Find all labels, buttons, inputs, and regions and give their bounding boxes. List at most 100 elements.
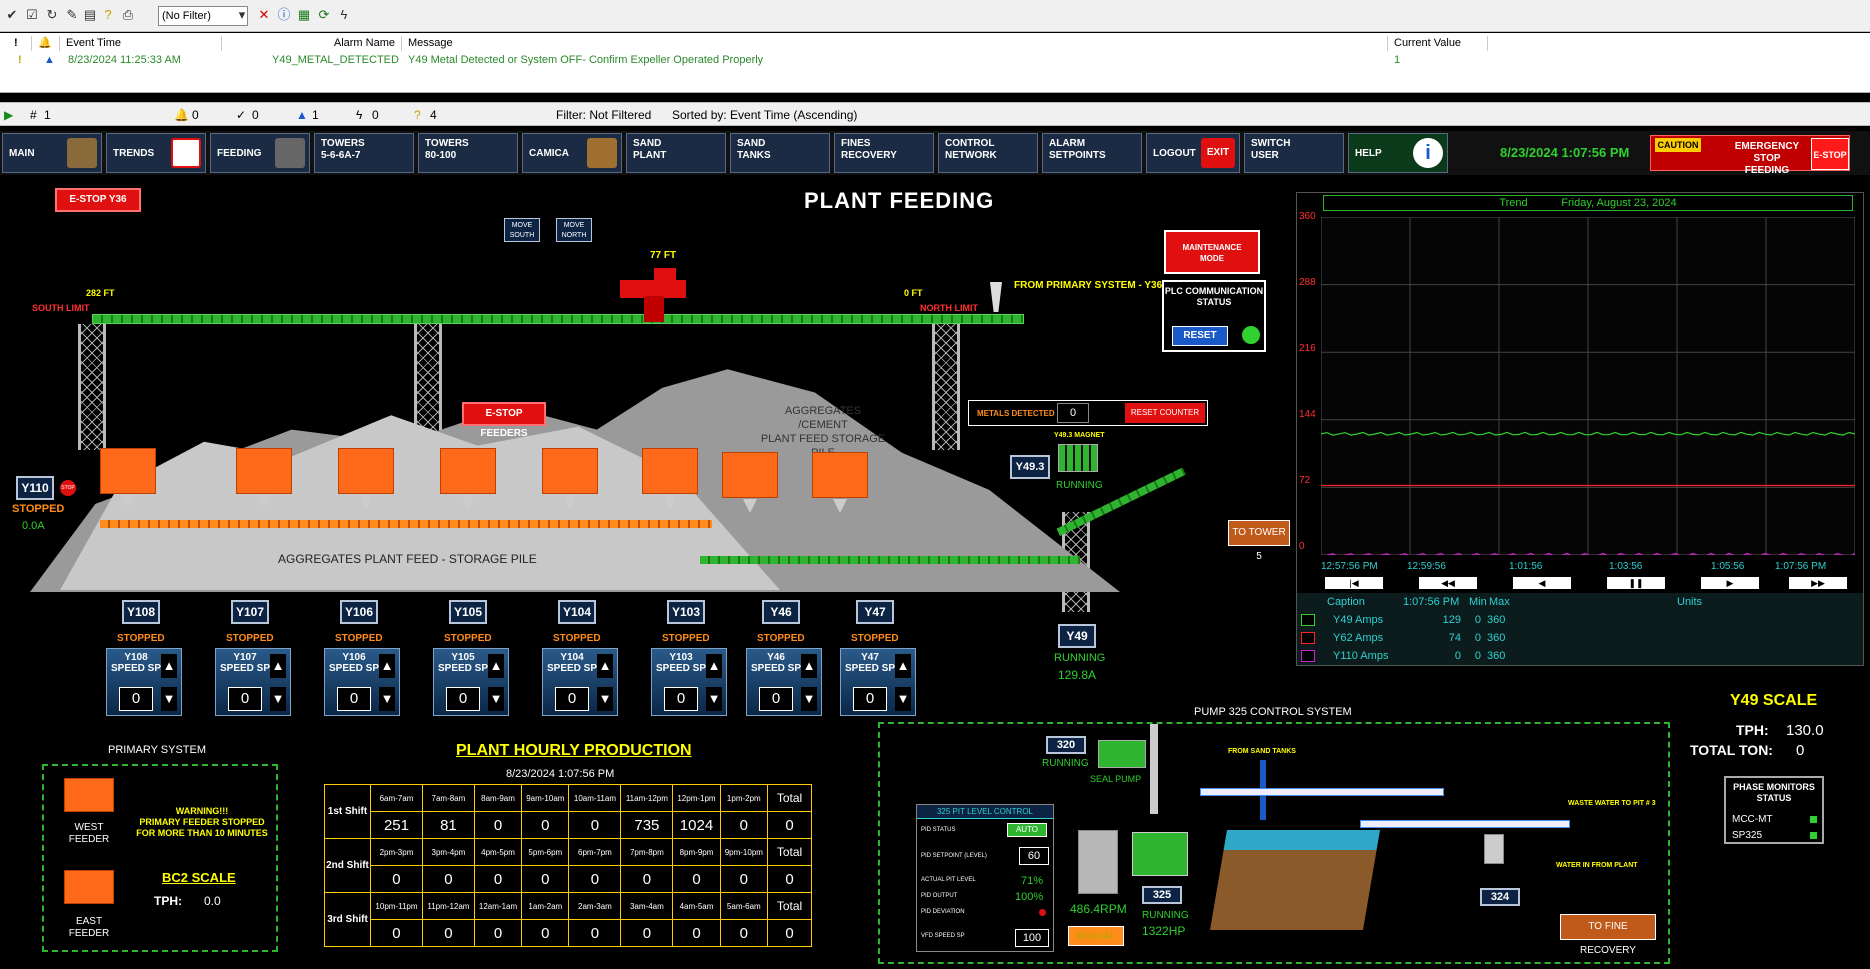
tag-y49-3[interactable]: Y49.3 [1010,455,1050,479]
speed-value-input[interactable]: 0 [446,687,480,711]
speed-down-button[interactable]: ▼ [270,687,286,711]
refresh-icon[interactable]: ↻ [46,7,58,22]
speed-down-button[interactable]: ▼ [597,687,613,711]
speed-value-input[interactable]: 0 [759,687,793,711]
trend-first-button[interactable]: |◀ [1325,577,1383,589]
properties-icon[interactable]: ▤ [83,7,97,22]
trend-back-button[interactable]: ◀ [1513,577,1571,589]
tag-y105[interactable]: Y105 [449,600,487,624]
info-icon[interactable]: ⓘ [277,7,291,22]
reset-counter-button[interactable]: RESET COUNTER [1125,403,1205,423]
feeder-y106-icon[interactable] [338,448,394,494]
nav-alarm-setpoints-button[interactable]: ALARM SETPOINTS [1042,133,1142,173]
west-feeder-icon[interactable] [64,778,114,812]
header-bell[interactable]: 🔔 [34,36,60,51]
tag-y103[interactable]: Y103 [667,600,705,624]
tag-y110[interactable]: Y110 [16,476,54,500]
maintenance-mode-button[interactable]: MAINTENANCE MODE [1164,230,1260,274]
pump-325-icon[interactable] [1132,832,1188,876]
speed-up-button[interactable]: ▲ [270,654,286,678]
filter-select[interactable]: (No Filter) [158,6,248,26]
to-fine-recovery-button[interactable]: TO FINE RECOVERY [1560,914,1656,956]
legend-row[interactable]: Y62 Amps 74 0 360 [1297,629,1867,647]
nav-towers-5-7-button[interactable]: TOWERS 5-6-6A-7 [314,133,414,173]
dropdown-icon[interactable]: ▾ [238,7,246,22]
nav-main-button[interactable]: MAIN [2,133,102,173]
tag-y107[interactable]: Y107 [231,600,269,624]
header-event-time[interactable]: Event Time [62,36,222,51]
feeder-y108-icon[interactable] [100,448,156,494]
sync-icon[interactable]: ⟳ [318,7,330,22]
vfd-speed-input[interactable]: 100 [1015,929,1049,947]
speed-value-input[interactable]: 0 [664,687,698,711]
speed-value-input[interactable]: 0 [228,687,262,711]
help-icon[interactable]: ? [104,7,112,22]
speed-down-button[interactable]: ▼ [379,687,395,711]
pid-status-value[interactable]: AUTO [1007,823,1047,837]
header-message[interactable]: Message [404,36,1388,51]
speed-up-button[interactable]: ▲ [895,654,911,678]
speed-up-button[interactable]: ▲ [161,654,177,678]
speed-down-button[interactable]: ▼ [801,687,817,711]
tag-pump-324[interactable]: 324 [1480,888,1520,906]
estop-y36-button[interactable]: E-STOP Y36 [55,188,141,212]
nav-fines-recovery-button[interactable]: FINES RECOVERY [834,133,934,173]
header-current-value[interactable]: Current Value [1390,36,1488,51]
speed-up-button[interactable]: ▲ [706,654,722,678]
nav-control-network-button[interactable]: CONTROL NETWORK [938,133,1038,173]
feeder-y104-icon[interactable] [542,448,598,494]
tag-y104[interactable]: Y104 [558,600,596,624]
tag-y108[interactable]: Y108 [122,600,160,624]
to-tower5-button[interactable]: TO TOWER 5 [1228,520,1290,562]
legend-row[interactable]: Y49 Amps 129 0 360 [1297,611,1867,629]
tag-y47[interactable]: Y47 [856,600,894,624]
speed-up-button[interactable]: ▲ [597,654,613,678]
plc-reset-button[interactable]: RESET [1172,326,1228,346]
move-north-button[interactable]: MOVE NORTH [556,218,592,242]
pid-setpoint-input[interactable]: 60 [1019,847,1049,865]
nav-feeding-button[interactable]: FEEDING [210,133,310,173]
seal-pump-icon[interactable] [1098,740,1146,768]
tag-y46[interactable]: Y46 [762,600,800,624]
ack-check-icon[interactable]: ✔ [6,7,18,22]
ack-page-icon[interactable]: ☑ [26,7,38,22]
grid-icon[interactable]: ▦ [297,7,311,22]
tag-pump-320[interactable]: 320 [1046,736,1086,754]
speed-up-button[interactable]: ▲ [379,654,395,678]
header-ack[interactable]: ! [10,36,32,51]
feeder-y105-icon[interactable] [440,448,496,494]
feeder-y103-icon[interactable] [642,448,698,494]
legend-row[interactable]: Y110 Amps 0 0 360 [1297,647,1867,665]
pump-324-icon[interactable] [1484,834,1504,864]
clear-filter-icon[interactable]: ✕ [258,7,270,22]
nav-switch-user-button[interactable]: SWITCH USER [1244,133,1344,173]
speed-down-button[interactable]: ▼ [895,687,911,711]
nav-trends-button[interactable]: TRENDS [106,133,206,173]
trend-rewind-button[interactable]: ◀◀ [1419,577,1477,589]
speed-down-button[interactable]: ▼ [161,687,177,711]
nav-camica-button[interactable]: CAMICA [522,133,622,173]
speed-value-input[interactable]: 0 [853,687,887,711]
print-icon[interactable]: ⎙ [122,7,134,22]
trend-fast-forward-button[interactable]: ▶▶ [1789,577,1847,589]
tag-y49[interactable]: Y49 [1058,624,1096,648]
feeder-y47-icon[interactable] [812,452,868,498]
feeder-y46-icon[interactable] [722,452,778,498]
manual-mode-button[interactable]: MANUAL [1068,926,1124,946]
emergency-stop-button[interactable]: E-STOP [1811,138,1849,170]
nav-towers-80-100-button[interactable]: TOWERS 80-100 [418,133,518,173]
speed-value-input[interactable]: 0 [337,687,371,711]
east-feeder-icon[interactable] [64,870,114,904]
move-south-button[interactable]: MOVE SOUTH [504,218,540,242]
feeder-y107-icon[interactable] [236,448,292,494]
speed-up-button[interactable]: ▲ [488,654,504,678]
nav-sand-tanks-button[interactable]: SAND TANKS [730,133,830,173]
trend-forward-button[interactable]: ▶ [1701,577,1759,589]
tag-y106[interactable]: Y106 [340,600,378,624]
tag-pump-325[interactable]: 325 [1142,886,1182,904]
nav-sand-plant-button[interactable]: SAND PLANT [626,133,726,173]
speed-down-button[interactable]: ▼ [488,687,504,711]
speed-value-input[interactable]: 0 [119,687,153,711]
speed-down-button[interactable]: ▼ [706,687,722,711]
